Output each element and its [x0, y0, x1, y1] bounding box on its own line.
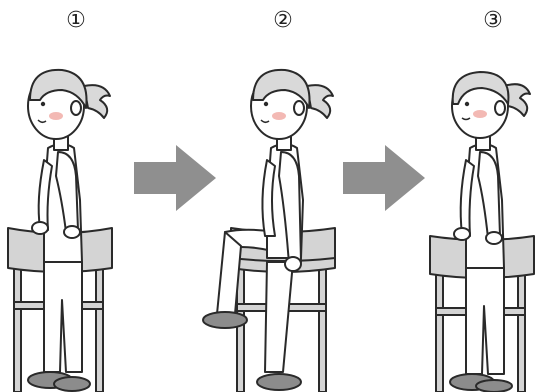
- figure-standing-tall: [420, 0, 547, 392]
- figure-standing-holding-chair: [0, 0, 140, 392]
- figure-knee-raised: [195, 0, 365, 392]
